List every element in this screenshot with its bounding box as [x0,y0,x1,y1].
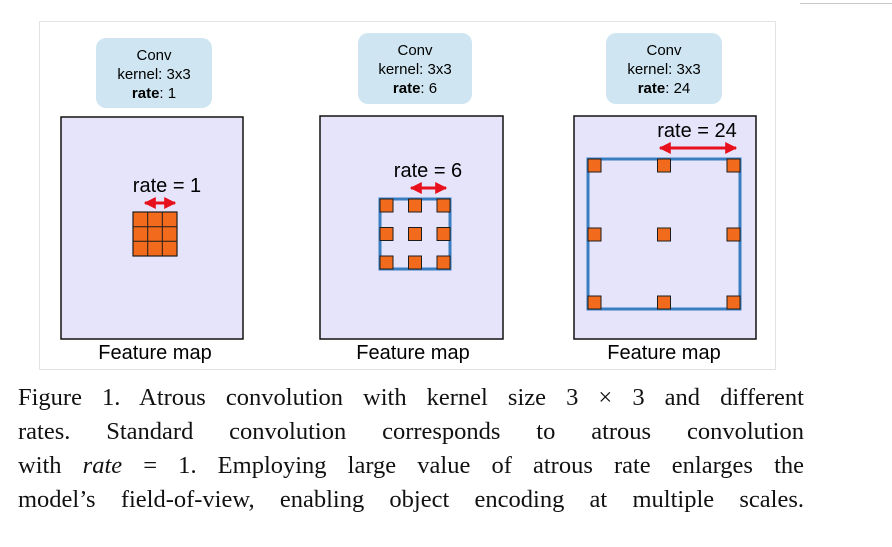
caption-math: 3 × 3 [566,384,645,411]
feature-map-label: Feature map [607,342,720,364]
kernel-cell [379,255,394,270]
figure-caption: Figure 1. Atrous convolution with kernel… [18,381,804,517]
conv-kernel: kernel: 3x3 [378,61,451,78]
kernel-grid-dense [132,211,178,257]
kernel-cell [132,211,178,257]
kernel-cell [726,227,741,242]
panel-rate-24: Conv kernel: 3x3 rate: 24 rate = 24 Feat… [573,33,757,364]
kernel-cell [408,198,422,213]
caption-text: and different [644,384,804,411]
kernel-cell [657,227,671,242]
panel-rate-1: Conv kernel: 3x3 rate: 1 rate = 1 Featur… [60,38,244,364]
kernel-cell [657,295,671,310]
kernel-cell [726,158,741,173]
feature-map-label: Feature map [356,342,469,364]
conv-title: Conv [397,42,433,59]
conv-title: Conv [136,47,172,64]
feature-map-label: Feature map [98,342,211,364]
caption-line-4: model’s field-of-view, enabling object e… [18,486,804,513]
conv-box [606,33,722,104]
conv-kernel: kernel: 3x3 [117,66,190,83]
kernel-cell [379,227,394,241]
figure-frame [39,21,776,370]
conv-box [96,38,212,108]
caption-line-2: rates. Standard convolution corresponds … [18,418,804,445]
rate-label: rate = 24 [657,120,737,142]
kernel-cell [587,227,602,242]
caption-line-1: Figure 1. Atrous convolution with kernel… [18,381,804,415]
caption-text: Figure 1. Atrous convolution with kernel… [18,384,567,411]
top-rule [800,3,892,4]
conv-rate: rate: 24 [638,80,691,97]
conv-title: Conv [646,42,682,59]
kernel-cell [408,255,422,270]
conv-rate: rate: 1 [132,85,176,102]
caption-math-var: rate [82,452,123,479]
kernel-cell [726,295,741,310]
kernel-cell [587,295,602,310]
caption-text: with [18,452,83,479]
caption-text: . Employing large value of atrous rate e… [190,452,804,479]
kernel-points [379,198,451,270]
kernel-cell [657,158,671,173]
rate-label: rate = 6 [394,160,462,182]
conv-kernel: kernel: 3x3 [627,61,700,78]
kernel-cell [379,198,394,213]
panel-rate-6: Conv kernel: 3x3 rate: 6 rate = 6 Featur… [319,33,504,364]
caption-line-3: with rate = 1. Employing large value of … [18,449,804,483]
kernel-cell [587,158,602,173]
caption-math-eq: = 1 [122,452,191,479]
rate-label: rate = 1 [133,175,201,197]
atrous-figure: Conv kernel: 3x3 rate: 1 rate = 1 Featur… [60,33,757,364]
conv-box [358,33,472,104]
kernel-points [587,158,741,310]
kernel-cell [408,227,422,241]
conv-rate: rate: 6 [393,80,437,97]
kernel-cell [436,227,451,241]
kernel-cell [436,198,451,213]
kernel-cell [436,255,451,270]
